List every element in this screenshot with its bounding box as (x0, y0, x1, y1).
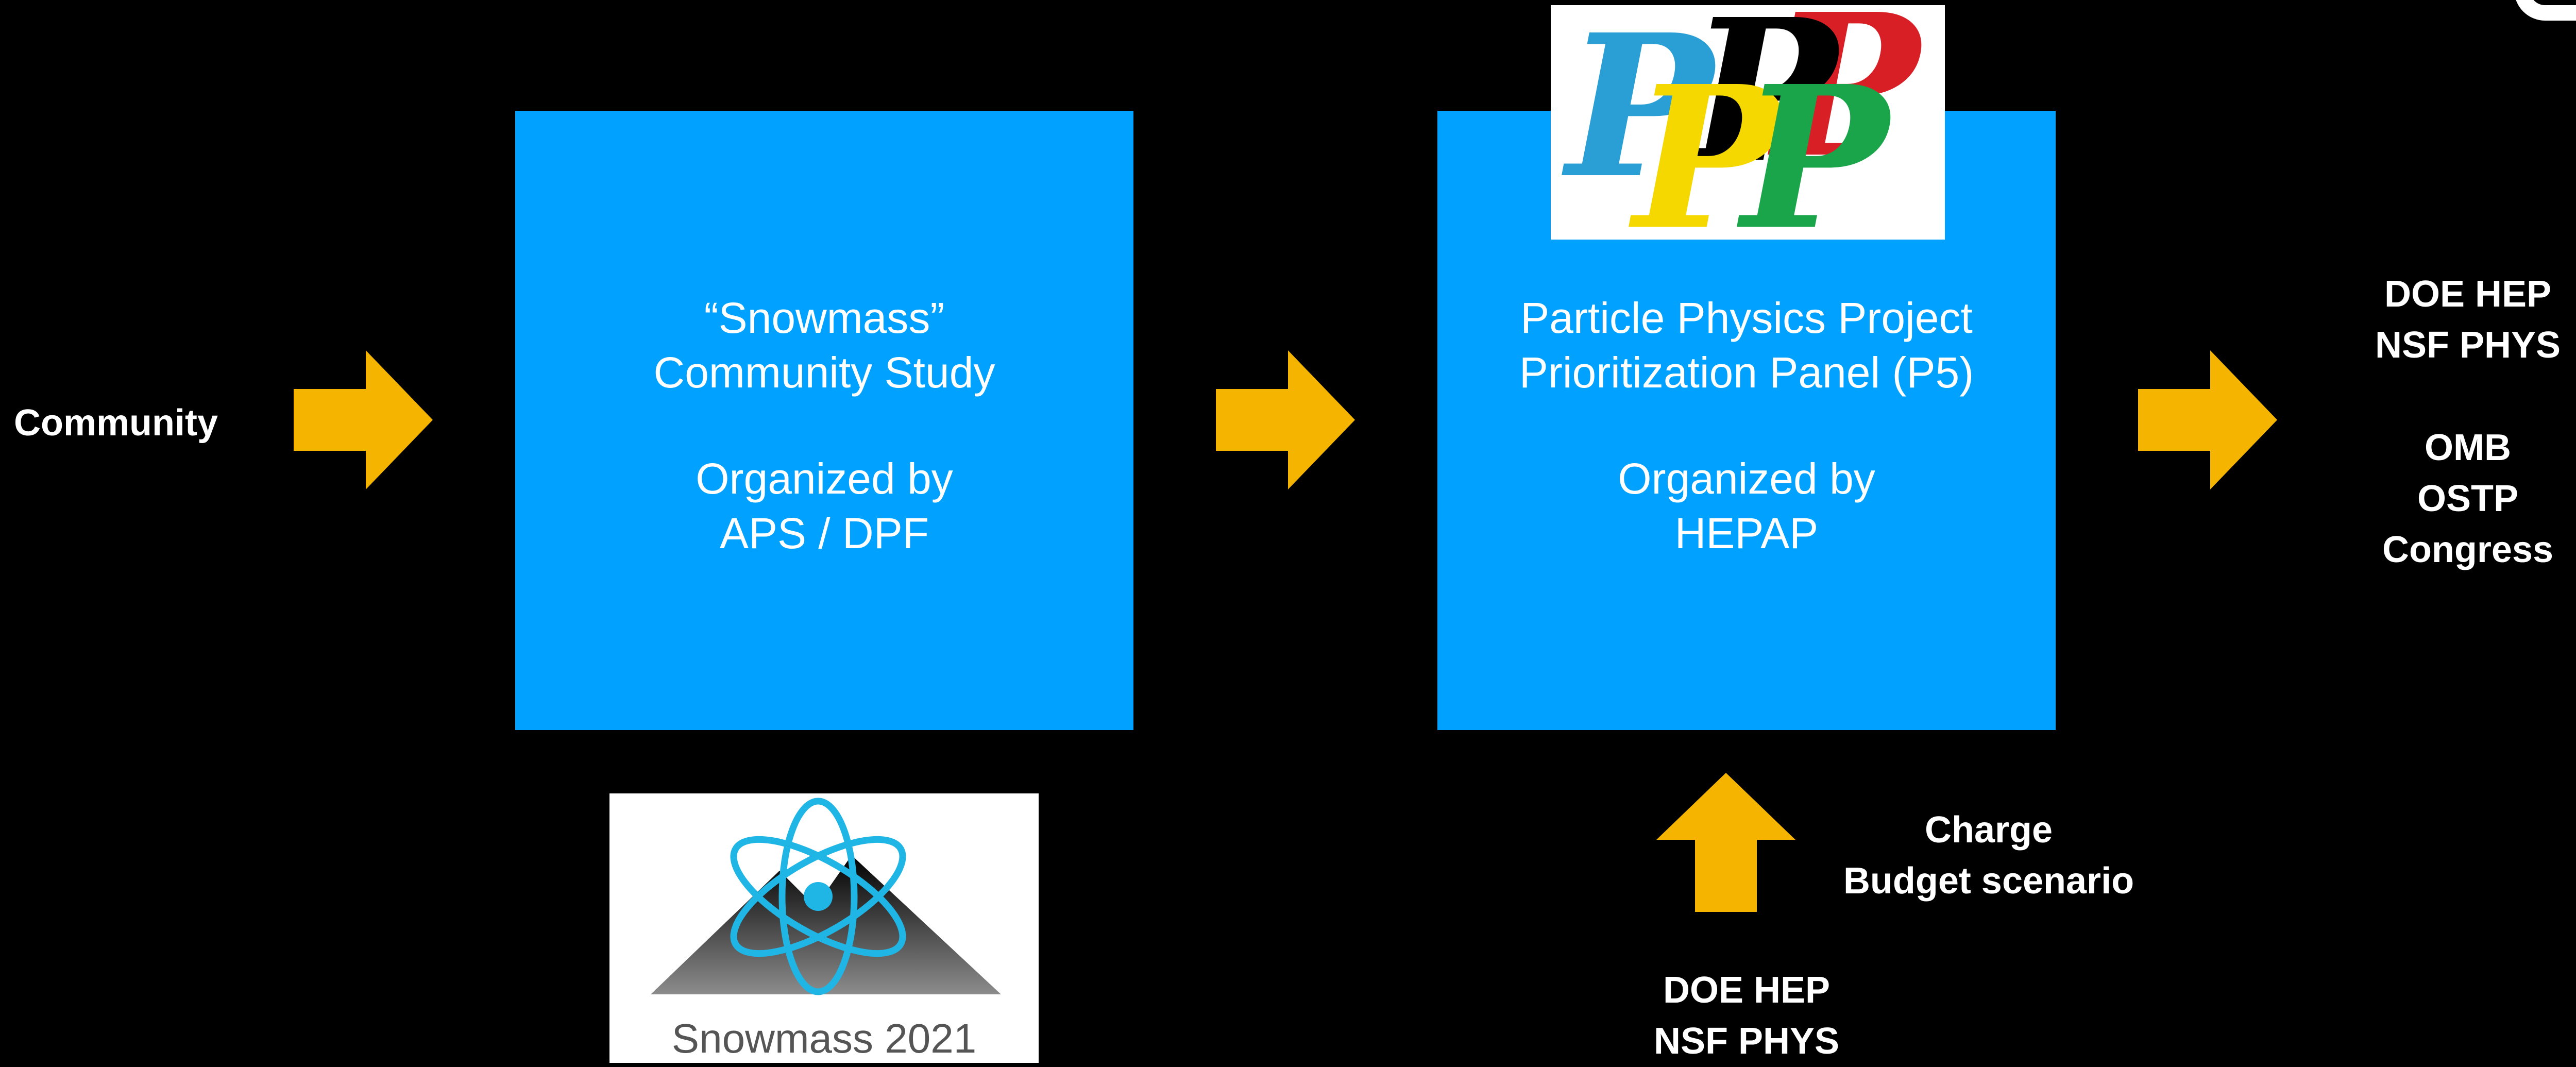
snowmass-2021-logo: Snowmass 2021 (609, 793, 1039, 1063)
svg-text:P: P (1684, 5, 1843, 206)
atom-mountain-icon (651, 798, 1001, 995)
arrow-right-3 (2138, 350, 2277, 489)
community-label: Community (14, 402, 218, 444)
p5-box-line2: Prioritization Panel (P5) (1519, 348, 1974, 397)
p5-logo: P P P P P (1551, 5, 1945, 240)
p5-box-line4: HEPAP (1674, 509, 1819, 557)
recipient-nsf-phys: NSF PHYS (2375, 325, 2561, 366)
budget-scenario-label: Budget scenario (1843, 860, 2134, 902)
p5-box-line3: Organized by (1618, 454, 1875, 503)
svg-text:P: P (1766, 5, 1925, 201)
snowmass-box-line4: APS / DPF (719, 509, 929, 557)
arrow-up (1656, 773, 1795, 912)
recipients-list: DOE HEP NSF PHYS OMB OSTP Congress (2303, 269, 2576, 576)
arrow-right-1 (294, 350, 433, 489)
cropped-heading-fragment (2514, 0, 2576, 21)
charge-label: Charge (1924, 809, 2053, 851)
svg-text:P: P (1627, 43, 1786, 240)
snowmass-community-study-box: “Snowmass” Community Study Organized by … (515, 111, 1133, 730)
agency-nsf-phys: NSF PHYS (1653, 1021, 1840, 1062)
snowmass-box-line2: Community Study (653, 348, 995, 397)
p5-box-line1: Particle Physics Project (1520, 294, 1973, 342)
agency-doe-hep: DOE HEP (1663, 970, 1831, 1011)
snowmass-box-line1: “Snowmass” (704, 294, 945, 342)
snowmass-box-line3: Organized by (696, 454, 953, 503)
svg-text:P: P (1560, 5, 1719, 222)
recipient-omb: OMB (2425, 427, 2511, 468)
recipient-doe-hep: DOE HEP (2384, 274, 2552, 315)
svg-text:P: P (1735, 43, 1894, 240)
arrow-right-2 (1216, 350, 1355, 489)
snowmass-2021-logo-text: Snowmass 2021 (671, 1015, 977, 1061)
recipient-ostp: OSTP (2417, 478, 2519, 520)
recipient-spacer (2303, 371, 2576, 422)
recipient-congress: Congress (2382, 529, 2554, 571)
